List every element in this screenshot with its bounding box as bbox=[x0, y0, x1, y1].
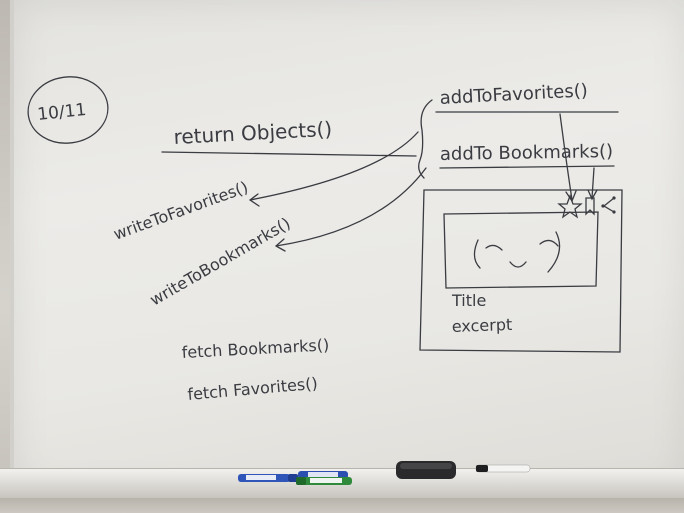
card-title-label: Title bbox=[451, 291, 486, 310]
share-icon-node-bottom bbox=[612, 210, 616, 214]
floor bbox=[0, 498, 684, 513]
eraser[interactable] bbox=[396, 461, 456, 479]
share-icon-node-top bbox=[612, 196, 616, 200]
heading-underline bbox=[161, 151, 417, 157]
bookmarks-underline bbox=[439, 165, 615, 169]
whiteboard bbox=[10, 0, 684, 492]
arrow-to-star bbox=[559, 113, 573, 201]
face-mouth bbox=[509, 261, 527, 268]
right-calls-bracket bbox=[418, 99, 433, 179]
arrow-head-bookmark bbox=[587, 189, 598, 201]
card-excerpt-label: excerpt bbox=[451, 315, 512, 336]
face-left-cheek bbox=[473, 239, 481, 269]
add-to-bookmarks-call: addTo Bookmarks() bbox=[440, 141, 614, 165]
date-circle bbox=[27, 76, 109, 144]
face-right-eye bbox=[539, 239, 559, 247]
bookmark-icon bbox=[585, 197, 595, 216]
green-marker[interactable] bbox=[296, 477, 352, 485]
arrow-to-write-bookmarks bbox=[275, 167, 427, 247]
card-image-box bbox=[443, 211, 599, 289]
arrow-to-write-favorites bbox=[249, 131, 419, 201]
share-icon-node-left bbox=[601, 204, 605, 208]
black-marker[interactable] bbox=[475, 464, 531, 473]
face-left-eye bbox=[485, 244, 503, 251]
arrow-to-bookmark bbox=[591, 167, 595, 199]
card-frame bbox=[419, 189, 623, 353]
face-right-cheek bbox=[547, 231, 561, 273]
star-icon bbox=[557, 194, 583, 219]
blue-marker[interactable] bbox=[238, 474, 298, 482]
arrow-head-favorites bbox=[249, 193, 260, 207]
arrow-head-bookmarks bbox=[275, 238, 286, 252]
